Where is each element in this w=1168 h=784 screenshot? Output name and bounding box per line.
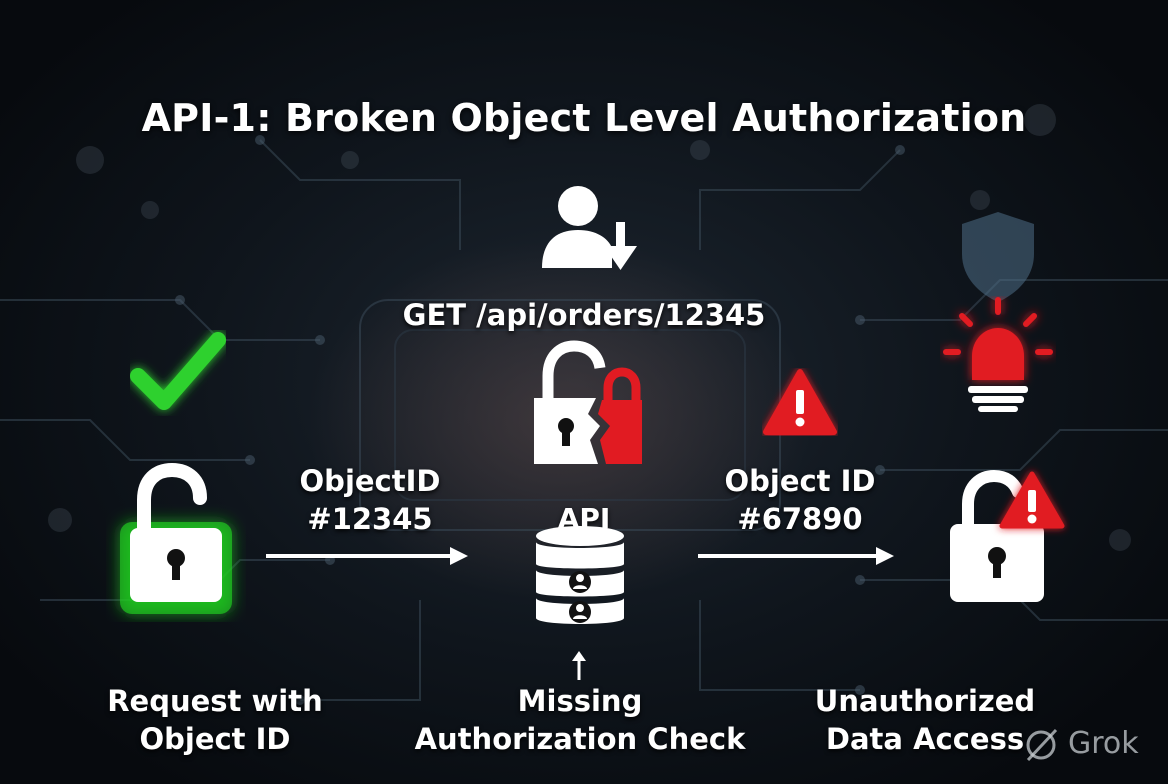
- arrow-left-label: ObjectID #12345: [270, 462, 470, 538]
- left-caption-line2: Object ID: [139, 722, 291, 756]
- database-icon: [536, 526, 624, 624]
- object-id-value: #12345: [307, 502, 433, 536]
- object-id-label: ObjectID: [299, 464, 441, 498]
- checkmark-icon: [130, 332, 226, 410]
- shield-icon: [962, 212, 1034, 302]
- right-caption-line2: Data Access: [825, 722, 1025, 756]
- page-title: API-1: Broken Object Level Authorization: [141, 96, 1027, 140]
- user-download-icon: [542, 186, 637, 270]
- open-lock-icon: [950, 469, 1065, 602]
- left-caption-line1: Request with: [107, 684, 323, 718]
- warning-icon: [763, 369, 837, 435]
- center-caption-line2: Authorization Check: [414, 722, 746, 756]
- arrow-right-icon: [698, 547, 894, 565]
- center-caption-line1: Missing: [517, 684, 643, 718]
- left-caption: Request with Object ID: [90, 682, 340, 758]
- watermark-text: Grok: [1068, 726, 1139, 761]
- object-id-value: #67890: [737, 502, 863, 536]
- broken-lock-icon: [534, 340, 642, 464]
- grok-watermark: Grok: [1022, 724, 1162, 764]
- right-caption-line1: Unauthorized: [814, 684, 1036, 718]
- grok-logo-icon: [1026, 728, 1058, 762]
- alarm-light-icon: [943, 297, 1053, 412]
- request-endpoint: GET /api/orders/12345: [402, 298, 766, 332]
- open-lock-icon: [120, 462, 232, 614]
- arrow-right-label: Object ID #67890: [700, 462, 900, 538]
- center-caption: Missing Authorization Check: [395, 682, 765, 758]
- arrow-up-icon: [572, 651, 586, 680]
- right-caption: Unauthorized Data Access: [800, 682, 1050, 758]
- object-id-label: Object ID: [724, 464, 876, 498]
- arrow-right-icon: [266, 547, 468, 565]
- warning-icon: [999, 471, 1065, 529]
